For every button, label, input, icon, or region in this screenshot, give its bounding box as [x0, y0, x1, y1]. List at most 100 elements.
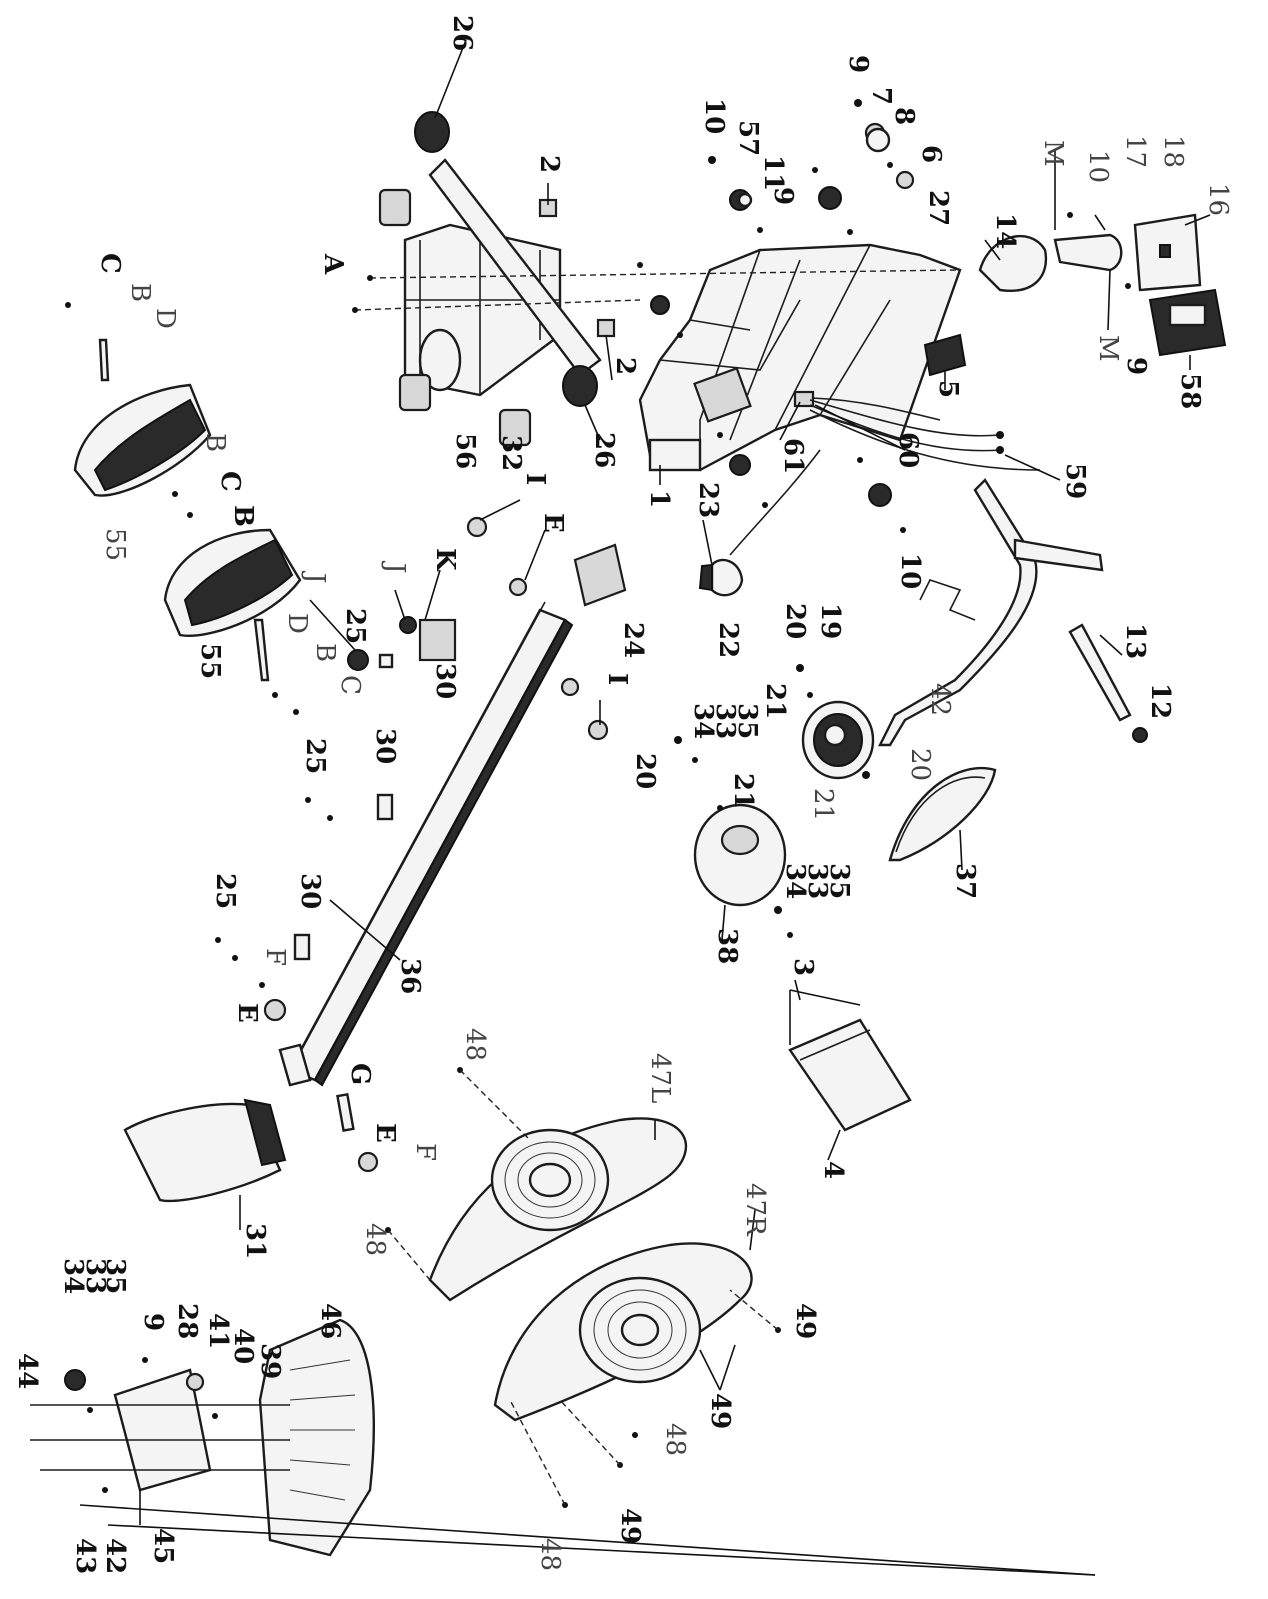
callout-55-a: 55 [100, 528, 130, 561]
callout-35-a: 35 [732, 703, 762, 739]
console-and-handle-group [978, 212, 1227, 357]
callout-30-a: 30 [430, 663, 460, 699]
callout-J-b: J [300, 570, 330, 583]
callout-33-a: 33 [710, 703, 740, 739]
callout-33-b: 33 [802, 863, 832, 899]
callout-22: 22 [713, 622, 743, 658]
callout-13: 13 [1120, 623, 1150, 659]
callout-9-d: 9 [138, 1313, 168, 1331]
callout-23: 23 [693, 482, 723, 518]
callout-19: 19 [815, 603, 845, 639]
callout-47R: 47R [740, 1183, 770, 1237]
callout-4: 4 [818, 1161, 848, 1179]
callout-D-a: D [150, 308, 180, 329]
callout-8: 8 [889, 107, 919, 125]
callout-41: 41 [203, 1313, 233, 1349]
callout-27: 27 [923, 190, 953, 226]
callout-A: A [318, 253, 348, 275]
callout-44: 44 [12, 1353, 42, 1389]
callout-E-a: E [538, 513, 568, 533]
callout-40: 40 [228, 1328, 258, 1364]
callout-M-a: M [1038, 140, 1068, 167]
callout-I-a: I [520, 473, 550, 485]
callout-25-b: 25 [300, 738, 330, 774]
callout-2-top: 2 [534, 155, 564, 173]
callout-56: 56 [450, 433, 480, 469]
callout-48-c: 48 [660, 1423, 690, 1456]
rear-stabilizer-group [30, 1318, 375, 1557]
callout-F-a: F [260, 948, 290, 966]
callout-20-a: 20 [780, 603, 810, 639]
callout-28: 28 [172, 1303, 202, 1339]
callout-49-c: 49 [615, 1508, 645, 1544]
callout-58: 58 [1175, 373, 1205, 409]
callout-E-b: E [232, 1003, 262, 1023]
callout-35-b: 35 [824, 863, 854, 899]
callout-C-c: C [335, 675, 365, 695]
callout-42-a: 42 [925, 683, 955, 716]
handlebar-part-13 [878, 478, 1148, 747]
callout-59: 59 [1060, 463, 1090, 499]
callout-48-b: 48 [360, 1223, 390, 1256]
callout-J-a: J [380, 560, 410, 573]
callout-25-c: 25 [210, 873, 240, 909]
callout-36: 36 [395, 958, 425, 994]
callout-34-b: 34 [780, 863, 810, 899]
leader-lines [79, 39, 1211, 1576]
callout-K: K [430, 548, 460, 572]
callout-21-b: 21 [808, 788, 838, 821]
callout-39: 39 [255, 1343, 285, 1379]
callout-G: G [345, 1063, 375, 1085]
callout-D-b: D [282, 613, 312, 634]
shroud-screws-48-49 [385, 1067, 781, 1508]
callout-20-c: 20 [630, 753, 660, 789]
callout-9-c: 9 [1121, 357, 1151, 375]
callout-49-b: 49 [705, 1393, 735, 1429]
callout-B-a: B [125, 283, 155, 302]
callout-25-a: 25 [340, 608, 370, 644]
callout-M-b: M [1093, 335, 1123, 362]
callout-43: 43 [70, 1538, 100, 1574]
callout-labels: 26 2 2 26 1 56 32 A 9 7 8 6 27 10 57 11 … [12, 15, 1233, 1574]
callout-45: 45 [148, 1528, 178, 1564]
callout-32: 32 [496, 435, 526, 471]
callout-C-a: C [95, 253, 125, 274]
callout-46: 46 [315, 1303, 345, 1339]
callout-55-b: 55 [195, 643, 225, 679]
callout-57: 57 [733, 120, 763, 156]
callout-61: 61 [778, 438, 808, 474]
callout-31: 31 [240, 1223, 270, 1259]
callout-B-d: B [310, 643, 340, 662]
callout-26-top: 26 [447, 15, 477, 51]
guide-rail-part-36 [278, 601, 574, 1087]
callout-34-a: 34 [688, 703, 718, 739]
callout-21-a: 21 [760, 683, 790, 719]
callout-47L: 47L [645, 1053, 675, 1103]
callout-10-b: 10 [1083, 150, 1113, 183]
callout-48-a: 48 [460, 1028, 490, 1061]
callout-C-b: C [215, 471, 245, 492]
callout-11: 11 [758, 155, 788, 191]
callout-21-c: 21 [728, 773, 758, 809]
callout-2-bottom: 2 [610, 357, 640, 375]
drive-belt-part-37 [888, 767, 997, 862]
callout-5: 5 [933, 380, 963, 398]
callout-F-b: F [410, 1143, 440, 1161]
callout-26-bottom: 26 [589, 432, 619, 468]
rail-hardware-group [215, 516, 609, 1022]
callout-16: 16 [1203, 183, 1233, 216]
callout-9-a: 9 [843, 55, 873, 73]
callout-20-b: 20 [905, 748, 935, 781]
rear-end-cap-part-31 [123, 1098, 287, 1203]
bracket-part-4 [788, 1018, 912, 1132]
flywheel-part-38 [674, 736, 793, 938]
callout-34-c: 34 [58, 1258, 88, 1294]
callout-33-c: 33 [80, 1258, 110, 1294]
callout-3: 3 [788, 958, 818, 976]
rod-part-G [336, 1092, 355, 1132]
callout-30-c: 30 [295, 873, 325, 909]
callout-B-c: B [228, 505, 258, 527]
callout-14: 14 [990, 213, 1020, 249]
callout-10-a: 10 [699, 98, 729, 134]
